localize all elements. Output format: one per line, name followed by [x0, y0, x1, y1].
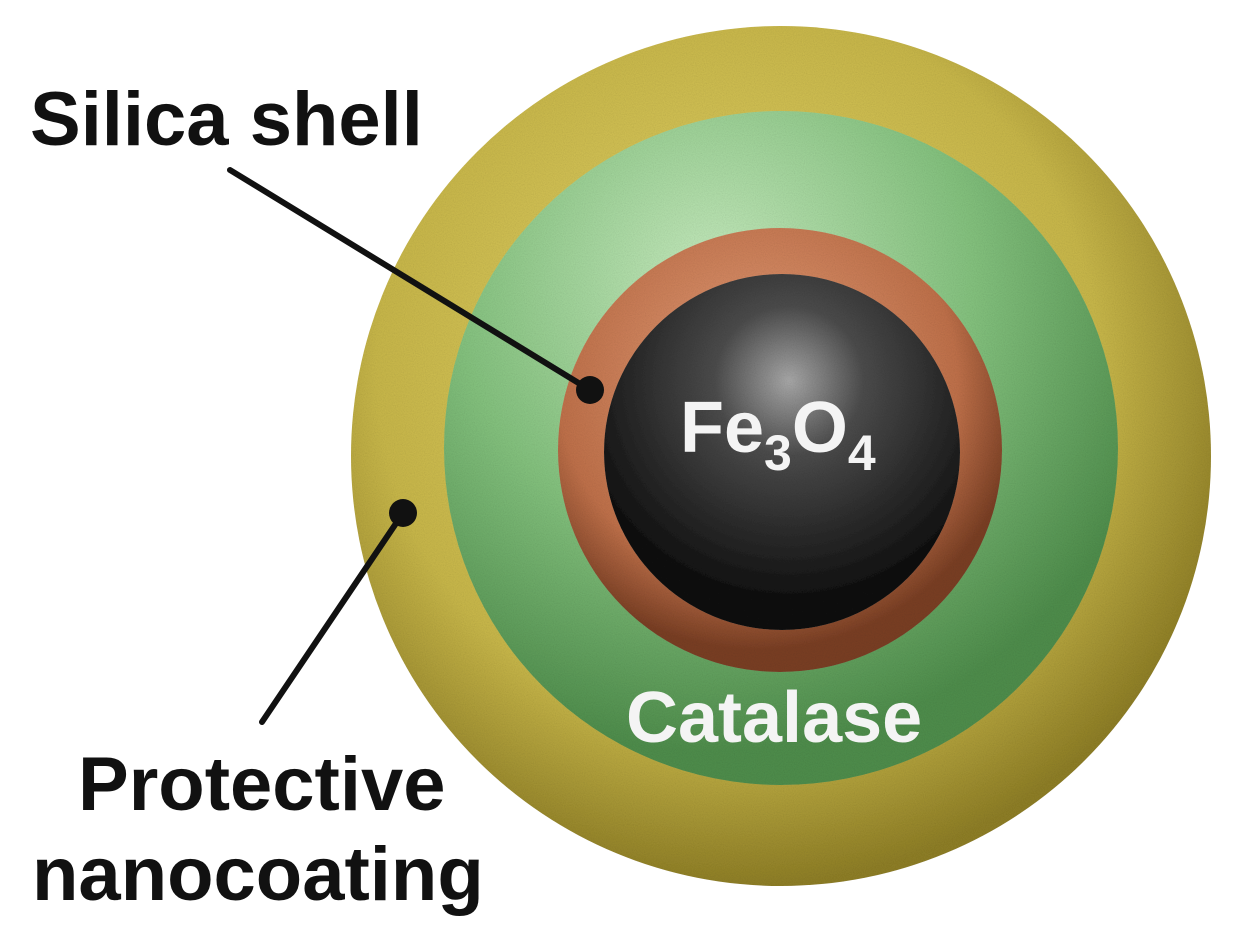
catalase-label: Catalase [626, 678, 922, 758]
silica-shell-label: Silica shell [30, 77, 423, 162]
fe3o4-label-o: O [792, 388, 848, 468]
fe3o4-core [604, 274, 960, 630]
silica-shell-pointer-dot [576, 376, 604, 404]
fe3o4-label-fe: Fe [680, 388, 764, 468]
silica-shell-leader-line [227, 167, 593, 393]
protective-label-line1: Protective [78, 742, 446, 827]
protective-nanocoating-leader-line [259, 510, 406, 725]
protective-nanocoating-pointer-dot [389, 499, 417, 527]
fe3o4-label-sub1: 3 [764, 425, 792, 481]
protective-label-line2: nanocoating [32, 832, 484, 917]
fe3o4-label-sub2: 4 [848, 425, 876, 481]
fe3o4-label: Fe3O4 [680, 388, 876, 481]
